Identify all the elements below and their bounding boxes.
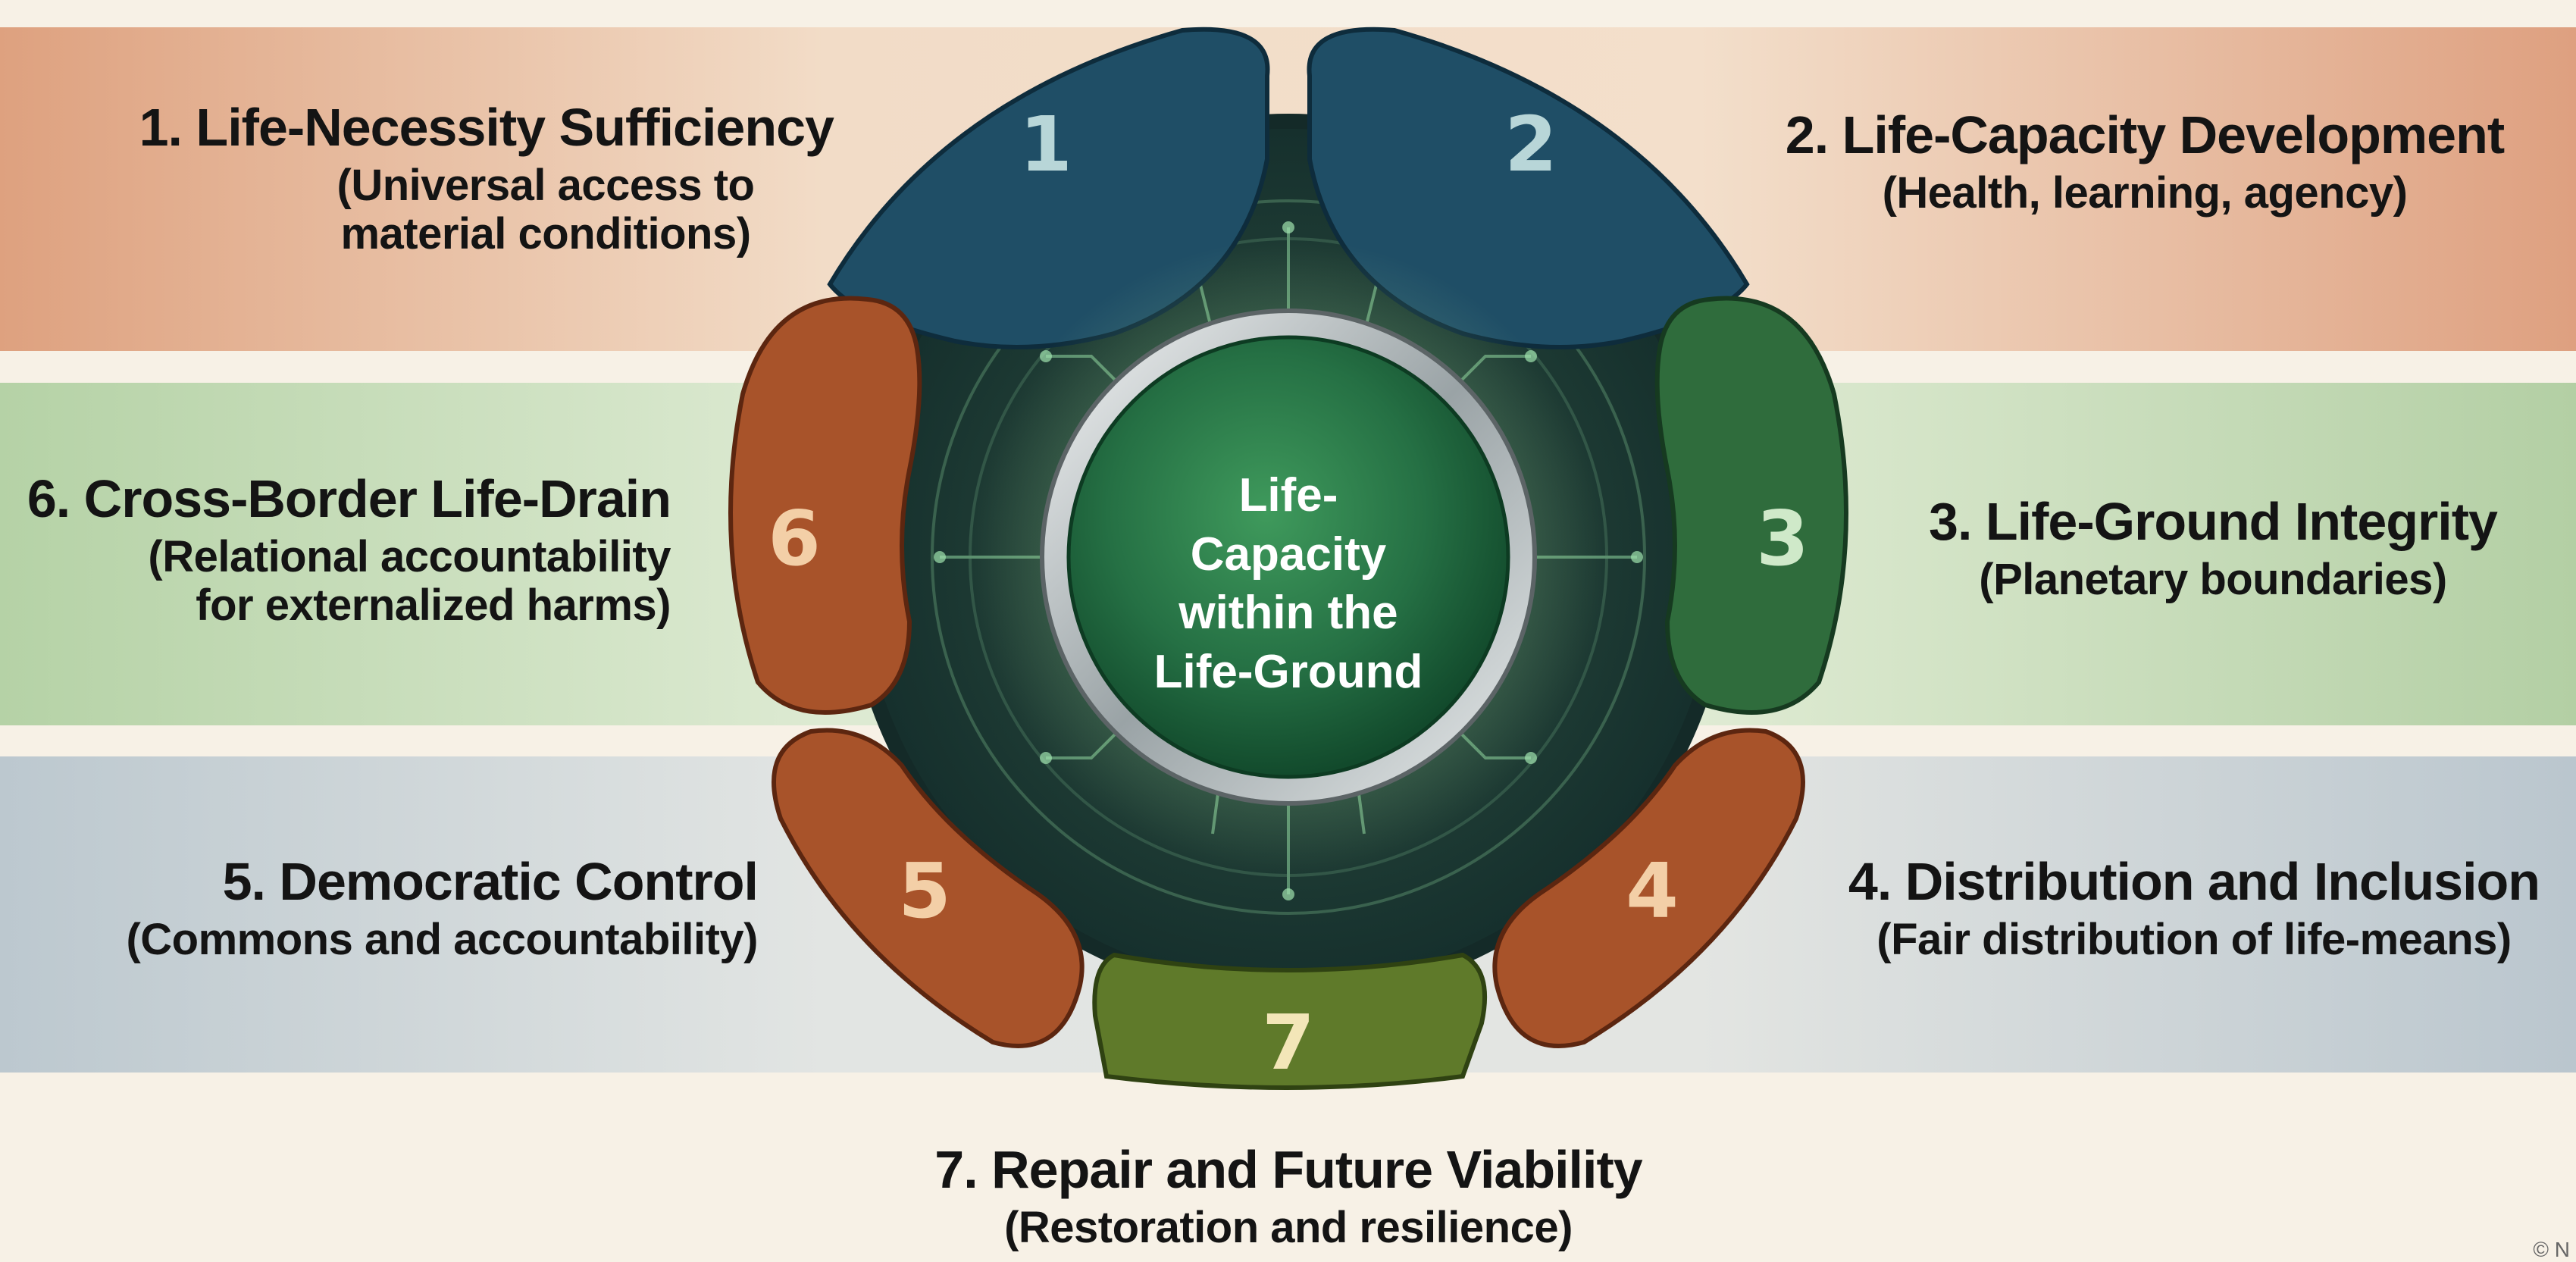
principle-5-label: 5. Democratic Control (Commons and accou… bbox=[30, 852, 759, 964]
principle-2-subtitle: (Health, learning, agency) bbox=[1882, 168, 2408, 218]
segment-numbers: 1 2 3 4 5 6 7 bbox=[768, 100, 1809, 1087]
principle-1-label: 1. Life-Necessity Sufficiency (Universal… bbox=[45, 99, 834, 258]
principle-1-subtitle: (Universal access to material conditions… bbox=[152, 161, 940, 258]
principle-7-subtitle: (Restoration and resilience) bbox=[1004, 1203, 1573, 1252]
principle-5-title: 5. Democratic Control bbox=[222, 852, 759, 911]
principle-6-subtitle: (Relational accountability for externali… bbox=[8, 533, 671, 630]
principle-6-subtitle-line-1: (Relational accountability bbox=[148, 532, 671, 581]
segment-number-7: 7 bbox=[1262, 998, 1315, 1087]
principle-2-label: 2. Life-Capacity Development (Health, le… bbox=[1743, 106, 2546, 218]
principle-1-title: 1. Life-Necessity Sufficiency bbox=[139, 98, 834, 157]
segment-6-tile bbox=[728, 296, 922, 715]
segment-number-2: 2 bbox=[1504, 100, 1557, 189]
principle-3-label: 3. Life-Ground Integrity (Planetary boun… bbox=[1872, 493, 2554, 604]
principle-3-title: 3. Life-Ground Integrity bbox=[1929, 492, 2498, 551]
segment-number-1: 1 bbox=[1019, 100, 1072, 189]
principle-3-subtitle: (Planetary boundaries) bbox=[1979, 555, 2447, 604]
segment-number-3: 3 bbox=[1756, 494, 1809, 583]
segment-number-5: 5 bbox=[898, 847, 951, 935]
center-title-line-2: within the bbox=[1178, 587, 1398, 639]
hub-core bbox=[1066, 335, 1510, 779]
principle-1-subtitle-line-2: material conditions) bbox=[340, 208, 751, 258]
center-title: Life-Capacity within the Life-Ground bbox=[1144, 466, 1432, 701]
principle-7-title: 7. Repair and Future Viability bbox=[934, 1140, 1642, 1199]
principle-2-title: 2. Life-Capacity Development bbox=[1785, 105, 2505, 164]
center-title-line-1: Life-Capacity bbox=[1190, 469, 1387, 581]
segment-7-tile bbox=[1092, 952, 1488, 1090]
principle-1-subtitle-line-1: (Universal access to bbox=[336, 161, 755, 210]
principle-6-subtitle-line-2: for externalized harms) bbox=[196, 580, 671, 630]
segment-number-6: 6 bbox=[768, 494, 821, 583]
segment-number-4: 4 bbox=[1626, 847, 1679, 935]
copyright-mark: © N bbox=[2533, 1238, 2570, 1261]
principle-6-label: 6. Cross-Border Life-Drain (Relational a… bbox=[8, 470, 671, 630]
principle-5-subtitle: (Commons and accountability) bbox=[126, 915, 758, 964]
segment-5-tile bbox=[772, 728, 1085, 1048]
principle-4-label: 4. Distribution and Inclusion (Fair dist… bbox=[1819, 853, 2569, 964]
principle-4-title: 4. Distribution and Inclusion bbox=[1848, 852, 2540, 911]
principle-6-title: 6. Cross-Border Life-Drain bbox=[27, 469, 671, 528]
principle-4-subtitle: (Fair distribution of life-means) bbox=[1876, 915, 2512, 964]
center-title-line-3: Life-Ground bbox=[1153, 645, 1423, 698]
segment-4-tile bbox=[1492, 728, 1805, 1048]
segment-3-tile bbox=[1654, 296, 1848, 715]
principle-7-label: 7. Repair and Future Viability (Restorat… bbox=[834, 1141, 1743, 1252]
